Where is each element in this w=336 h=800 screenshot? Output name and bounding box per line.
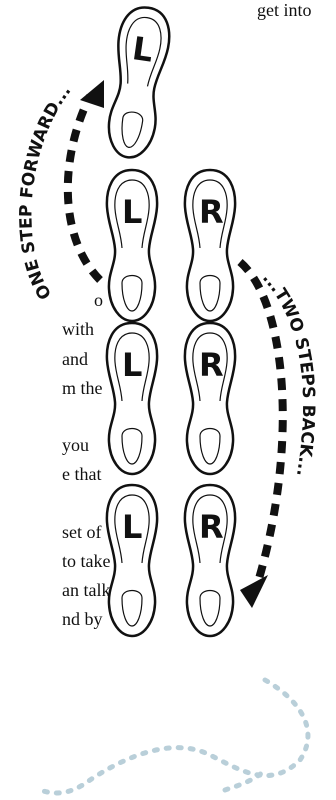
footprint-letter: R — [199, 508, 224, 546]
footprint-left-row3: L — [107, 485, 157, 636]
dotted-trail — [40, 680, 308, 793]
footprint-letter: L — [122, 193, 142, 231]
back-arrow — [240, 262, 283, 608]
footprint-left-top: L — [103, 4, 174, 161]
footprint-letter: R — [199, 193, 224, 231]
footprint-left-row1: L — [107, 170, 157, 321]
footprint-right-row3: R — [185, 485, 235, 636]
footprint-letter: R — [199, 346, 224, 384]
footprint-right-row1: R — [185, 170, 235, 321]
label-forward: ONE STEP FORWARD... — [16, 81, 75, 303]
footprint-letter: L — [122, 508, 142, 546]
footprint-left-row2: L — [107, 323, 157, 474]
forward-arrow — [68, 80, 104, 280]
footprint-letter: L — [122, 346, 142, 384]
label-forward-path: ONE STEP FORWARD... — [16, 81, 75, 303]
footprint-right-row2: R — [185, 323, 235, 474]
